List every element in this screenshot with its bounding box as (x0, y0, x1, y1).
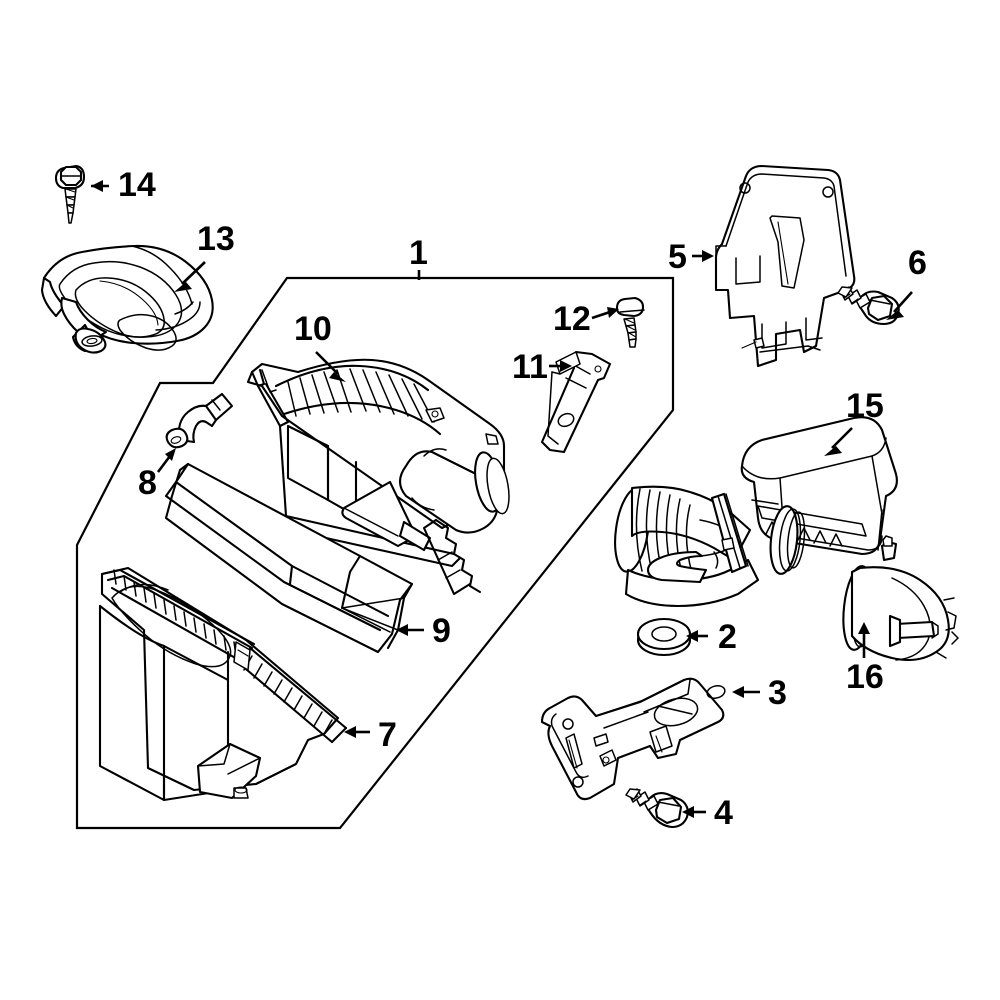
callout-9-label: 9 (432, 612, 451, 650)
callout-16-leader (858, 622, 870, 658)
callout-10-label: 10 (294, 310, 332, 348)
callout-12-leader (591, 307, 619, 320)
callout-14-leader (91, 180, 109, 192)
callout-9-leader (396, 624, 424, 636)
callout-11-leader (549, 360, 572, 372)
callout-10-leader (315, 351, 346, 382)
part-9-air-filter-element (164, 462, 414, 654)
part-4-bracket-bolt (625, 788, 689, 829)
callout-8-label: 8 (138, 464, 157, 502)
callout-2-leader (686, 630, 708, 642)
part-2-grommet-seal (636, 617, 692, 657)
part-5-support-bracket (714, 164, 856, 368)
callout-13-label: 13 (197, 220, 235, 258)
callout-5-label: 5 (668, 238, 687, 276)
part-16-throttle-body-connector-hose (842, 535, 959, 662)
callout-6-leader (886, 291, 913, 320)
callout-3-label: 3 (768, 674, 787, 712)
callout-4-label: 4 (714, 794, 733, 832)
group-1-outline (75, 276, 675, 830)
part-14-inlet-duct-bolt (54, 164, 86, 224)
part-15-air-outlet-tube-resonator (614, 416, 898, 608)
callout-12-label: 12 (553, 300, 591, 338)
part-7-air-cleaner-lower-housing (98, 566, 348, 802)
callout-7-leader (344, 726, 370, 738)
callout-5-leader (692, 250, 714, 262)
part-3-mounting-bracket (540, 677, 726, 801)
callout-1-label: 1 (409, 234, 428, 272)
part-6-support-bracket-bolt (837, 286, 900, 326)
callout-13-leader (174, 261, 206, 292)
part-8-vent-hose-clip (165, 392, 234, 449)
callout-7-label: 7 (378, 716, 397, 754)
callout-6-label: 6 (908, 244, 927, 282)
callout-8-leader (156, 448, 176, 473)
callout-11-label: 11 (512, 348, 548, 386)
callout-2-label: 2 (718, 618, 737, 656)
callout-4-leader (682, 806, 706, 818)
callout-15-label: 15 (846, 387, 884, 425)
part-13-air-inlet-duct (40, 244, 214, 354)
callout-3-leader (732, 686, 760, 698)
callout-14-label: 14 (118, 166, 156, 204)
part-12-sensor-screw (615, 296, 645, 348)
callout-15-leader (824, 427, 853, 456)
callout-16-label: 16 (846, 658, 884, 696)
